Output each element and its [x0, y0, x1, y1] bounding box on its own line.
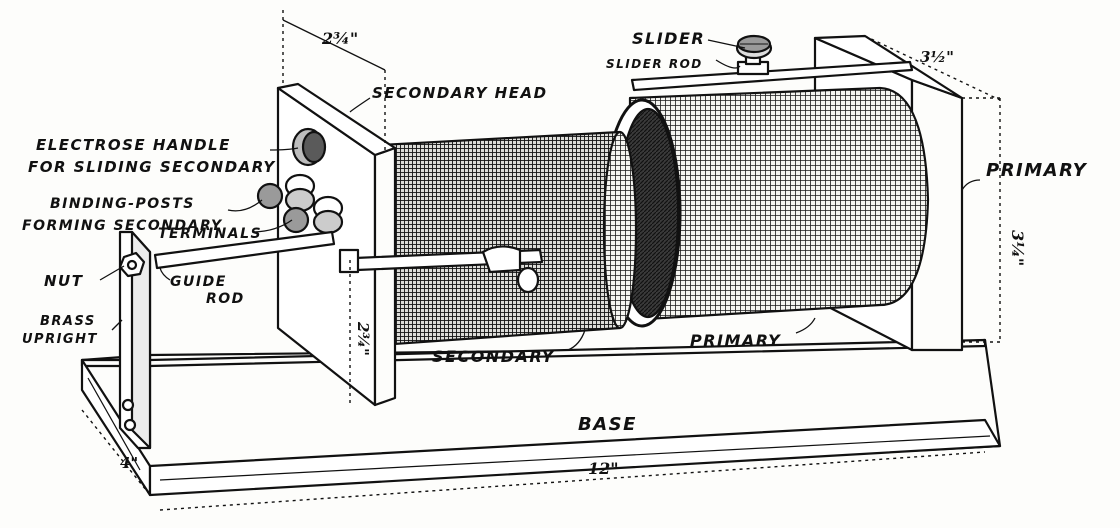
label-secondary-head: SECONDARY HEAD [372, 84, 548, 102]
primary-coil [602, 86, 930, 328]
label-binding-posts-2: FORMING SECONDARY [22, 218, 223, 234]
label-binding-posts-1: BINDING-POSTS [50, 196, 195, 212]
dim-head-width: 2¾" [321, 29, 358, 48]
slider-knob [735, 34, 773, 60]
nut [118, 251, 146, 278]
slider-clamp-screw [516, 266, 540, 294]
dim-secondary-height: 2¾" [354, 321, 372, 356]
label-brass-2: UPRIGHT [22, 332, 98, 347]
label-primary-coil: PRIMARY [690, 331, 781, 350]
binding-posts [256, 173, 344, 235]
secondary-coil [378, 130, 638, 347]
label-electrose-handle-2: FOR SLIDING SECONDARY [28, 158, 276, 176]
label-guide-1: GUIDE [170, 274, 227, 290]
label-binding-posts-3: TERMINALS [158, 226, 262, 242]
dimension-labels: 2¾" 3½" 3¼" 2¾" 4" 12" [120, 29, 1027, 478]
label-electrose-handle-1: ELECTROSE HANDLE [36, 136, 231, 154]
label-secondary-coil: SECONDARY [432, 347, 555, 366]
label-brass-1: BRASS [40, 314, 96, 329]
dim-base-length: 12" [588, 459, 619, 478]
dimension-lines [81, 10, 1001, 511]
label-nut: NUT [44, 272, 84, 290]
dim-primary-height: 3¼" [1008, 230, 1027, 266]
leader-lines [99, 39, 981, 351]
labels: SLIDER SLIDER ROD SECONDARY HEAD ELECTRO… [22, 29, 1088, 435]
label-base: BASE [578, 414, 637, 435]
brass-upright [118, 230, 152, 450]
label-guide-2: ROD [206, 291, 245, 307]
electrose-handle [291, 127, 327, 167]
label-slider-rod: SLIDER ROD [606, 57, 703, 71]
label-slider: SLIDER [632, 29, 705, 48]
label-primary-right: PRIMARY [986, 160, 1088, 181]
guide-rod [153, 230, 544, 274]
base [80, 338, 1002, 497]
dim-primary-head-width: 3½" [920, 48, 954, 66]
dim-base-width: 4" [120, 454, 138, 472]
secondary-head [276, 82, 397, 407]
